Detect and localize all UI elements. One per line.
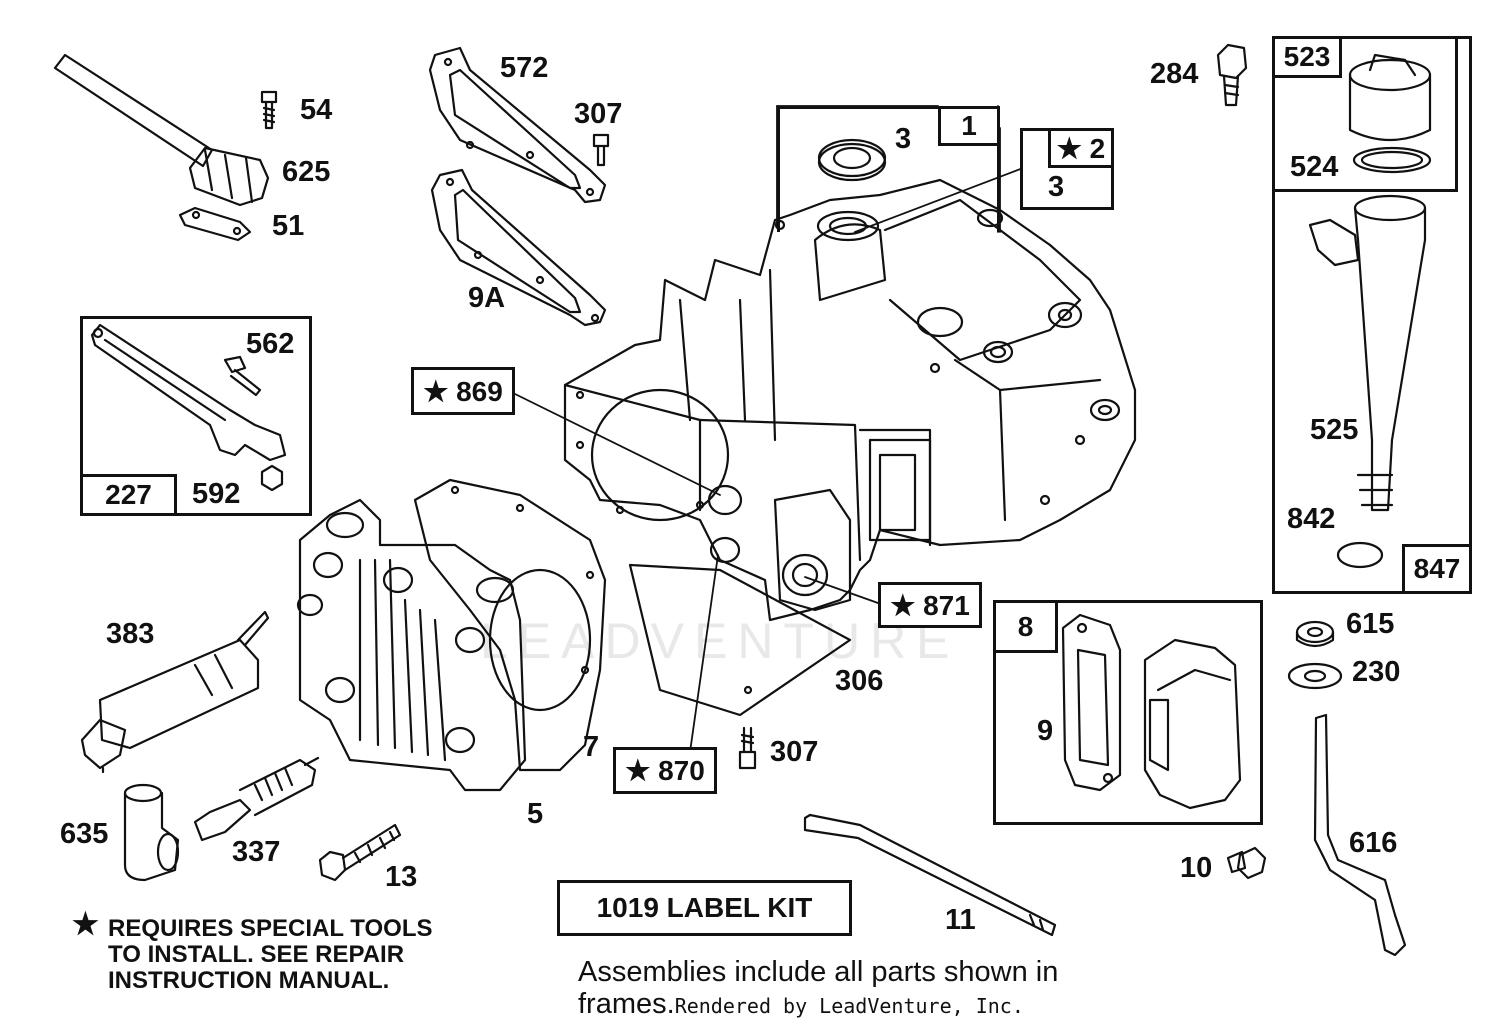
assemblies-frames-word: frames. — [578, 988, 675, 1020]
note-line-1: REQUIRES SPECIAL TOOLS — [108, 915, 433, 942]
dipstick-tube-drawing — [1308, 194, 1427, 569]
part-label-54: 54 — [300, 94, 333, 126]
note-line-3: INSTRUCTION MANUAL. — [108, 967, 390, 994]
box-label-847: 847 — [1402, 544, 1472, 594]
box-label-227: 227 — [80, 474, 177, 516]
part-label-306: 306 — [835, 665, 884, 697]
washer-615-drawing — [1295, 620, 1335, 648]
screw-307-bottom-drawing — [738, 726, 757, 770]
box-label-869: ★ 869 — [411, 367, 515, 415]
dipstick-616-drawing — [1313, 713, 1407, 957]
bolt-13-drawing — [318, 823, 402, 882]
dipstick-cap-drawing — [1348, 53, 1432, 174]
assemblies-note: Assemblies include all parts shown in fr… — [578, 956, 1158, 1022]
part-label-572: 572 — [500, 52, 549, 84]
assemblies-line-1: Assemblies include all parts shown in — [578, 956, 1059, 988]
part-label-383: 383 — [106, 618, 155, 650]
part-label-10: 10 — [1180, 852, 1213, 884]
screw-307-top-drawing — [592, 133, 610, 167]
star-icon: ★ — [72, 908, 99, 941]
assemblies-line-2: frames.Rendered by LeadVenture, Inc. — [578, 988, 1158, 1022]
part-label-284: 284 — [1150, 58, 1199, 90]
part-label-616: 616 — [1349, 827, 1398, 859]
governor-bracket-drawing — [90, 323, 287, 492]
box-sub-label-3: 3 — [1048, 171, 1065, 203]
part-label-13: 13 — [385, 861, 418, 893]
box-label-2: ★ 2 — [1048, 128, 1114, 168]
head-gasket-drawing — [413, 478, 607, 772]
part-label-615: 615 — [1346, 608, 1395, 640]
rendered-by-credit: Rendered by LeadVenture, Inc. — [674, 994, 1024, 1018]
cylinder-head-drawing — [296, 498, 527, 792]
part-label-842: 842 — [1287, 503, 1336, 535]
breather-gasket-drawing — [1061, 613, 1122, 792]
breather-cover-drawing — [1143, 638, 1242, 810]
part-label-562: 562 — [246, 328, 295, 360]
screw-54-drawing — [260, 90, 278, 130]
box-label-8: 8 — [993, 600, 1058, 653]
box-label-1: 1 — [938, 106, 1000, 146]
watermark: LEADVENTURE — [480, 613, 960, 669]
gasket-306-drawing — [628, 563, 852, 717]
gasket-572-drawing — [428, 46, 607, 204]
part-label-9: 9 — [1037, 715, 1054, 747]
part-label-525: 525 — [1310, 414, 1359, 446]
frame-assembly-523 — [1272, 36, 1458, 192]
part-label-7: 7 — [583, 731, 600, 763]
frame-assembly-8 — [993, 600, 1263, 825]
part-label-307-top: 307 — [574, 98, 623, 130]
part-label-635: 635 — [60, 818, 109, 850]
part-label-307-bottom: 307 — [770, 736, 819, 768]
screw-10-drawing — [1226, 846, 1267, 880]
rod-11-drawing — [803, 813, 1057, 937]
oil-seal-drawing — [817, 138, 887, 182]
part-label-524: 524 — [1290, 151, 1339, 183]
note-line-2: TO INSTALL. SEE REPAIR — [108, 941, 405, 968]
part-label-9a: 9A — [468, 282, 506, 314]
box-label-870: ★ 870 — [613, 747, 717, 794]
part-label-3: 3 — [895, 123, 912, 155]
box-label-523: 523 — [1272, 36, 1342, 78]
frame-assembly-227 — [80, 316, 312, 516]
label-kit-box: 1019 LABEL KIT — [557, 880, 852, 936]
crankcase-block-drawing — [563, 178, 1137, 622]
washer-230-drawing — [1287, 662, 1343, 690]
elbow-635-drawing — [123, 783, 180, 882]
spark-plug-drawing — [193, 756, 320, 842]
part-label-337: 337 — [232, 836, 281, 868]
part-label-51: 51 — [272, 210, 305, 242]
part-label-230: 230 — [1352, 656, 1401, 688]
screw-284-drawing — [1216, 43, 1248, 107]
breather-tube-drawing — [53, 53, 270, 242]
box-label-871: ★ 871 — [878, 582, 982, 628]
part-label-5: 5 — [527, 798, 544, 830]
gasket-9a-drawing — [430, 168, 607, 327]
part-label-11: 11 — [945, 904, 976, 936]
primer-383-drawing — [80, 610, 270, 774]
special-tools-note: REQUIRES SPECIAL TOOLS TO INSTALL. SEE R… — [108, 916, 433, 994]
frame-assembly-1 — [777, 106, 1000, 232]
part-label-625: 625 — [282, 156, 331, 188]
part-label-592: 592 — [192, 478, 241, 510]
